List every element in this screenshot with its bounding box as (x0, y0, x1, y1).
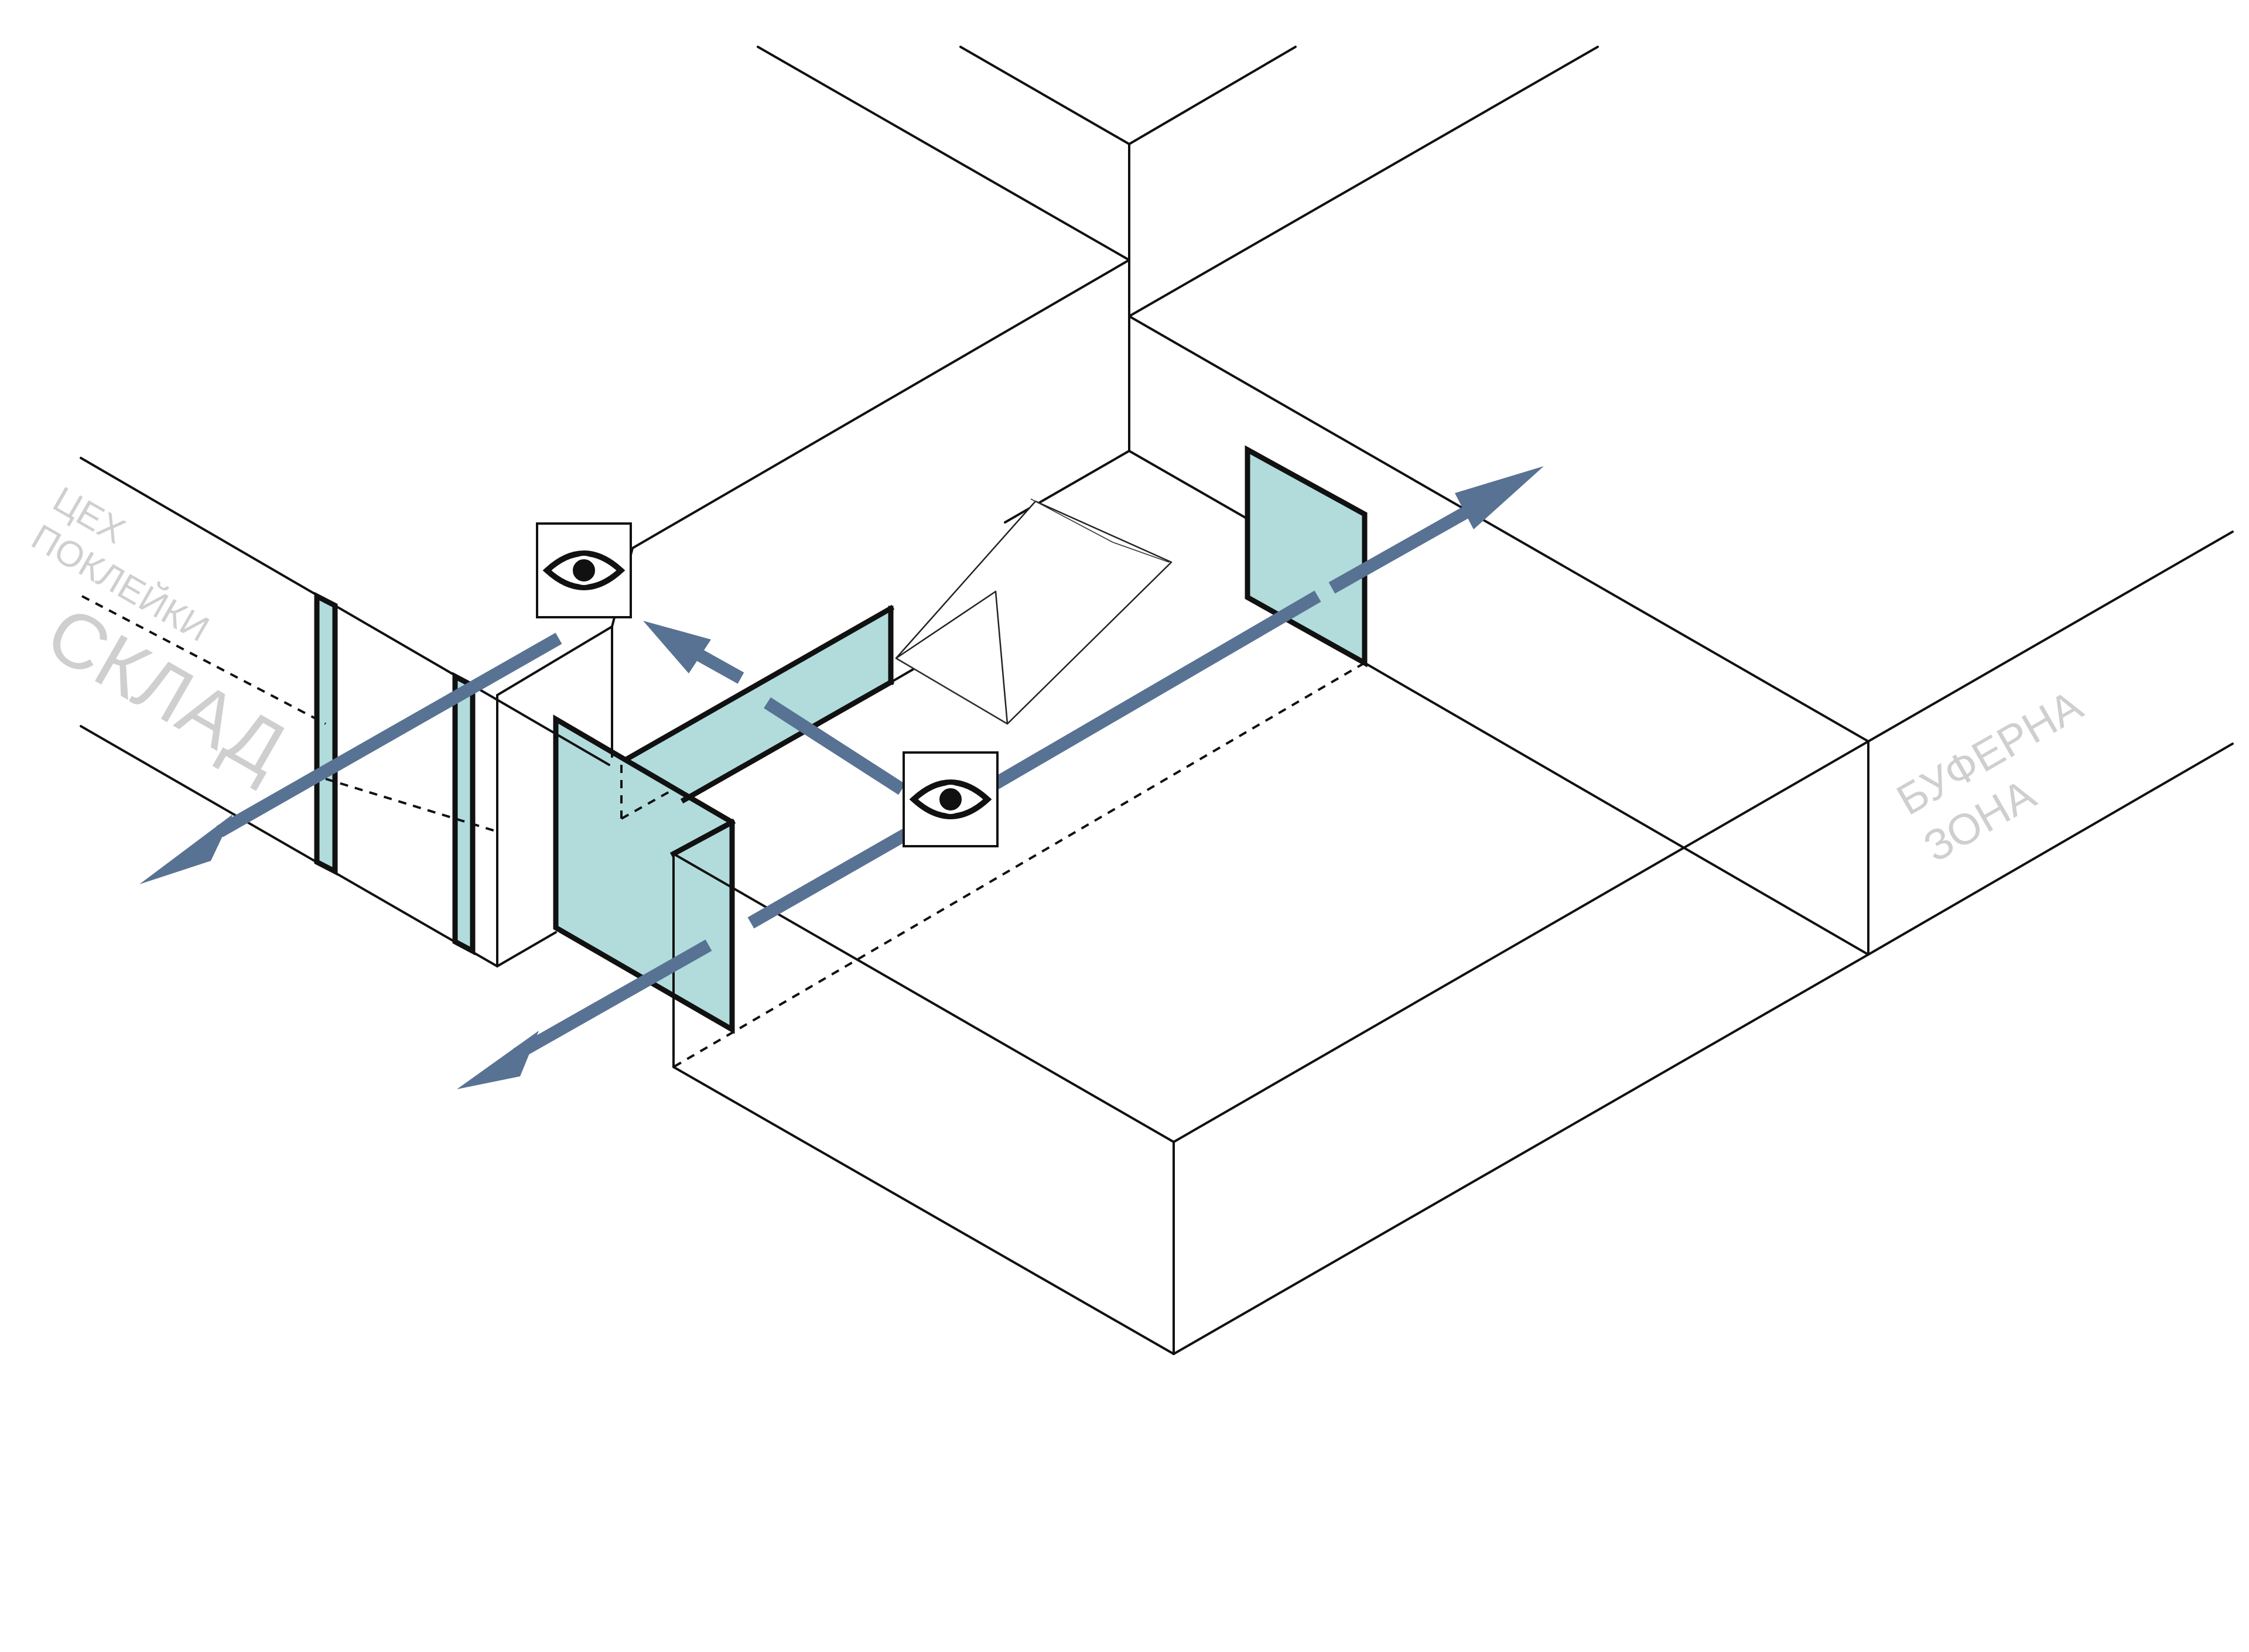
staircase (895, 498, 1173, 725)
arrow-icon (139, 632, 562, 884)
arrow-icon (457, 939, 712, 1089)
glass-frames (314, 445, 1368, 1034)
glass-panel-left-1 (317, 596, 335, 871)
arrow-icon (747, 466, 1544, 929)
glass-panel-return (674, 789, 732, 1029)
eye-icon (542, 550, 626, 590)
room-outline (80, 46, 2234, 1355)
glass-panel-corridor (629, 608, 891, 800)
viewpoint-marker-2 (903, 751, 999, 847)
viewpoint-marker-1 (536, 522, 632, 618)
eye-icon (909, 779, 992, 819)
arrow-icon (643, 621, 905, 795)
flow-arrows (139, 466, 1544, 1089)
glass-panel-back (1247, 450, 1365, 663)
glass-panel-left-2 (455, 676, 473, 951)
